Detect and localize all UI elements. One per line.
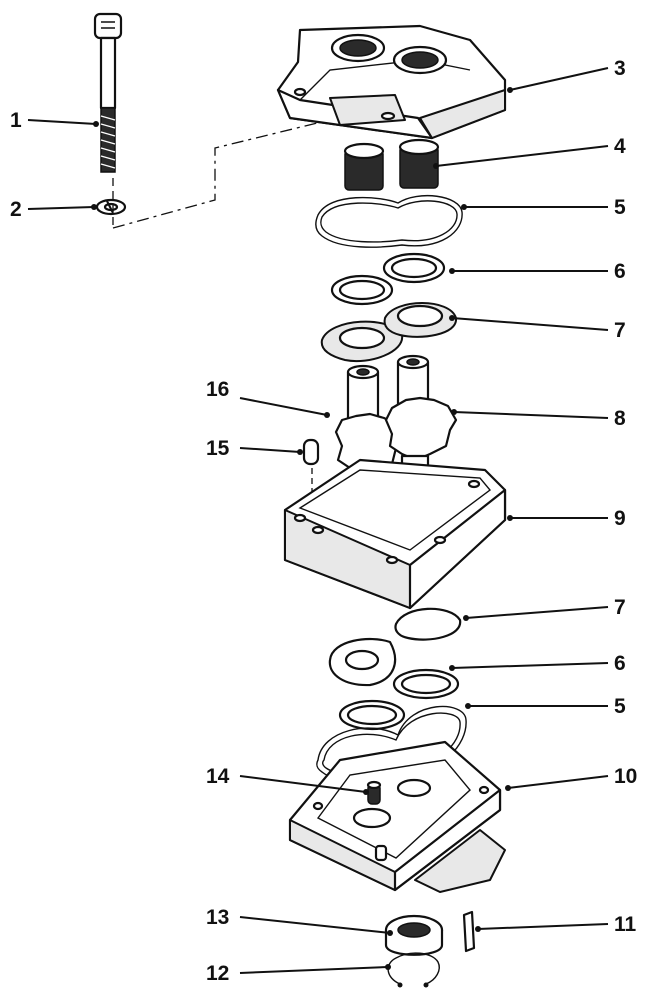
callout-2: 2 (10, 198, 22, 221)
callout-15: 15 (206, 437, 230, 460)
cover-plate (288, 740, 506, 893)
callout-5-lower: 5 (614, 695, 626, 718)
callout-labels: 1 2 3 4 5 6 7 16 8 15 9 7 6 5 14 10 13 1… (10, 57, 637, 985)
callout-11: 11 (614, 913, 637, 936)
leader-2 (27, 206, 95, 210)
alignment-lines (112, 103, 396, 229)
leader-11 (477, 923, 609, 930)
wear-plates-upper (320, 302, 457, 363)
leader-16 (239, 397, 328, 416)
leader-lines (27, 67, 609, 974)
backup-rings-lower (338, 668, 460, 731)
leader-13 (239, 916, 391, 934)
leader-7b (465, 606, 609, 619)
leader-10 (507, 775, 609, 789)
leader-dots (91, 87, 513, 970)
shaft-seal (384, 914, 444, 956)
callout-1: 1 (10, 109, 22, 132)
callout-16: 16 (206, 378, 229, 401)
seal-ring-upper (315, 194, 463, 248)
key (462, 910, 476, 953)
callout-3: 3 (614, 57, 626, 80)
small-pin (366, 780, 382, 805)
dowel-sleeves (343, 138, 440, 191)
callout-9: 9 (614, 507, 626, 530)
callout-6-upper: 6 (614, 260, 626, 283)
callout-12: 12 (206, 962, 229, 985)
callout-4: 4 (614, 135, 626, 158)
wear-plates-lower (328, 607, 462, 687)
leader-12 (239, 966, 389, 974)
retaining-ring (387, 952, 440, 988)
cap-screw (93, 12, 123, 173)
lock-washer (95, 198, 127, 216)
leader-3 (509, 67, 609, 91)
callout-10: 10 (614, 765, 637, 788)
leader-7a (451, 317, 609, 331)
leader-1 (27, 119, 97, 125)
callout-7-lower: 7 (614, 596, 626, 619)
callout-6-lower: 6 (614, 652, 626, 675)
leader-4 (435, 145, 609, 167)
leader-8 (453, 411, 609, 419)
callout-13: 13 (206, 906, 229, 929)
callout-5-upper: 5 (614, 196, 626, 219)
backup-rings-upper (330, 252, 446, 306)
callout-7-upper: 7 (614, 319, 626, 342)
pump-body (276, 24, 507, 140)
leader-15 (239, 447, 301, 453)
callout-8: 8 (614, 407, 626, 430)
seal-ring-lower (316, 705, 467, 782)
leader-14 (239, 775, 367, 793)
leader-6b (451, 662, 609, 669)
callout-14: 14 (206, 765, 230, 788)
gear-housing (283, 458, 507, 610)
